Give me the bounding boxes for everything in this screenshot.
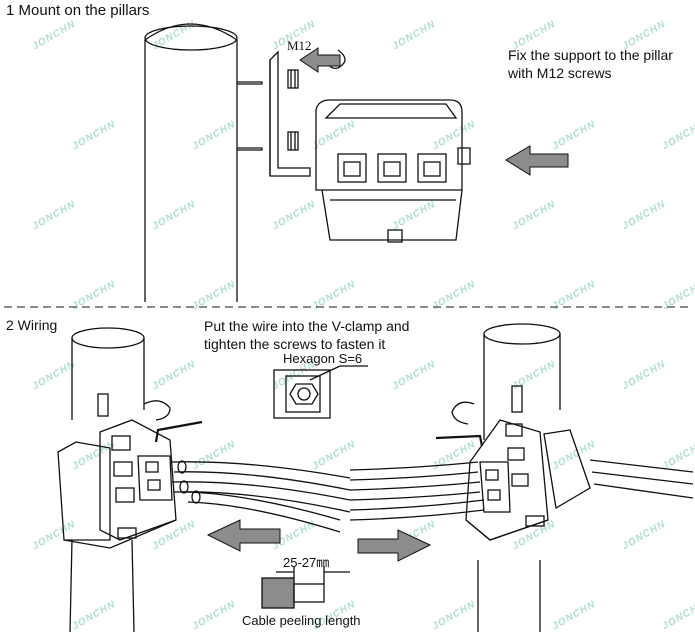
clamp-box-icon [315,99,471,243]
push-arrow-right-bottom [357,529,432,562]
step-1-title: 1 Mount on the pillars [6,2,150,19]
fix-support-note: Fix the support to the pillar with M12 s… [508,47,673,81]
push-arrow-left-top [299,47,341,73]
wire-vclamp-note: Put the wire into the V-clamp and tighte… [204,318,410,352]
hexagon-label: Hexagon S=6 [283,351,363,366]
cable-right-icon [349,459,694,521]
cable-left-icon [171,460,351,533]
pillar-top-icon [144,23,238,302]
clamp-box-right-icon [465,385,591,541]
pillar-right-icon [477,323,561,632]
peel-length-label: 25-27㎜ [283,555,330,570]
clamp-box-left-icon [57,393,177,549]
peel-caption: Cable peeling length [242,613,361,628]
push-arrow-left-bottom [206,519,281,552]
screw-icon [287,69,299,151]
screw-size-label: M12 [287,38,312,53]
pillar-left-icon [69,327,145,633]
hexagon-detail-icon [273,365,368,419]
rotation-arrow-right-icon [451,401,475,425]
push-arrow-left-right [505,145,569,176]
bracket-icon [237,50,311,177]
rotation-arrow-left-icon [143,400,171,421]
cable-peel-icon [261,566,350,609]
step-2-title: 2 Wiring [6,317,58,333]
hex-key-right-icon [435,434,484,447]
hex-key-left-icon [154,420,203,443]
